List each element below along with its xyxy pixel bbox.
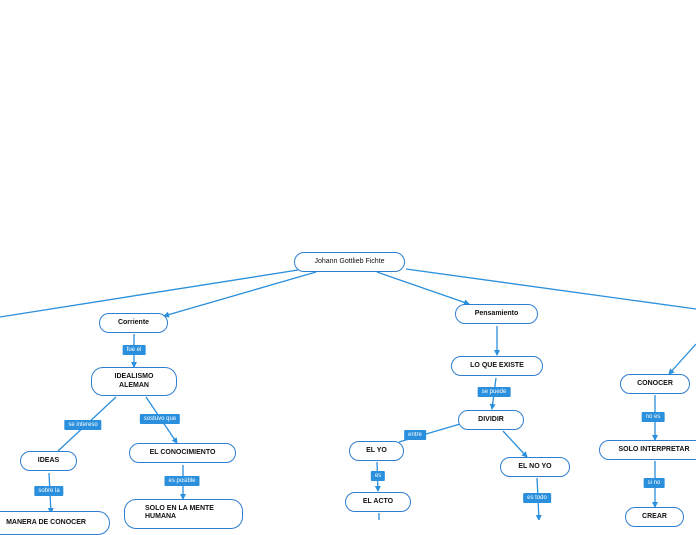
node-crear[interactable]: CREAR: [625, 507, 684, 527]
node-pensamiento[interactable]: Pensamiento: [455, 304, 538, 324]
edge-root-offscreen-left: [0, 269, 299, 318]
node-manera-de-conocer[interactable]: MANERA DE CONOCER: [0, 511, 110, 535]
label-fue-el[interactable]: fue el: [122, 345, 146, 355]
node-el-no-yo[interactable]: EL NO YO: [500, 457, 570, 477]
node-solo-en-la-mente-humana[interactable]: SOLO EN LA MENTE HUMANA: [124, 499, 243, 529]
label-es[interactable]: es: [370, 471, 386, 481]
node-el-conocimiento[interactable]: EL CONOCIMIENTO: [129, 443, 236, 463]
label-sobre-la[interactable]: sobre la: [34, 486, 64, 496]
root-node-fichte[interactable]: Johann Gottlieb Fichte: [294, 252, 405, 272]
edge-dividir-elnoyo: [502, 430, 528, 458]
edge-root-corriente: [163, 271, 317, 318]
label-se-intereso[interactable]: se intereso: [64, 420, 102, 430]
node-idealismo-aleman[interactable]: IDEALISMO ALEMAN: [91, 367, 177, 396]
node-conocer[interactable]: CONOCER: [620, 374, 690, 394]
label-si-no[interactable]: si no: [643, 478, 665, 488]
node-lo-que-existe[interactable]: LO QUE EXISTE: [451, 356, 543, 376]
edge-offscreen-conocer: [668, 343, 696, 375]
label-sostuvo-que[interactable]: sostuvo que: [139, 414, 181, 424]
edge-root-offscreen-right: [405, 268, 696, 310]
node-el-acto[interactable]: EL ACTO: [345, 492, 411, 512]
label-es-posible[interactable]: es posible: [164, 476, 200, 486]
label-entre[interactable]: entre: [404, 430, 426, 440]
label-se-puede[interactable]: se puede: [477, 387, 511, 397]
node-dividir[interactable]: DIVIDIR: [458, 410, 524, 430]
node-corriente[interactable]: Corriente: [99, 313, 168, 333]
node-el-yo[interactable]: EL YO: [349, 441, 404, 461]
edge-root-pensamiento: [376, 271, 470, 306]
label-no-es[interactable]: no es: [641, 412, 665, 422]
node-solo-interpretar[interactable]: SOLO INTERPRETAR: [599, 440, 696, 460]
node-ideas[interactable]: IDEAS: [20, 451, 77, 471]
label-es-todo[interactable]: es todo: [523, 493, 551, 503]
